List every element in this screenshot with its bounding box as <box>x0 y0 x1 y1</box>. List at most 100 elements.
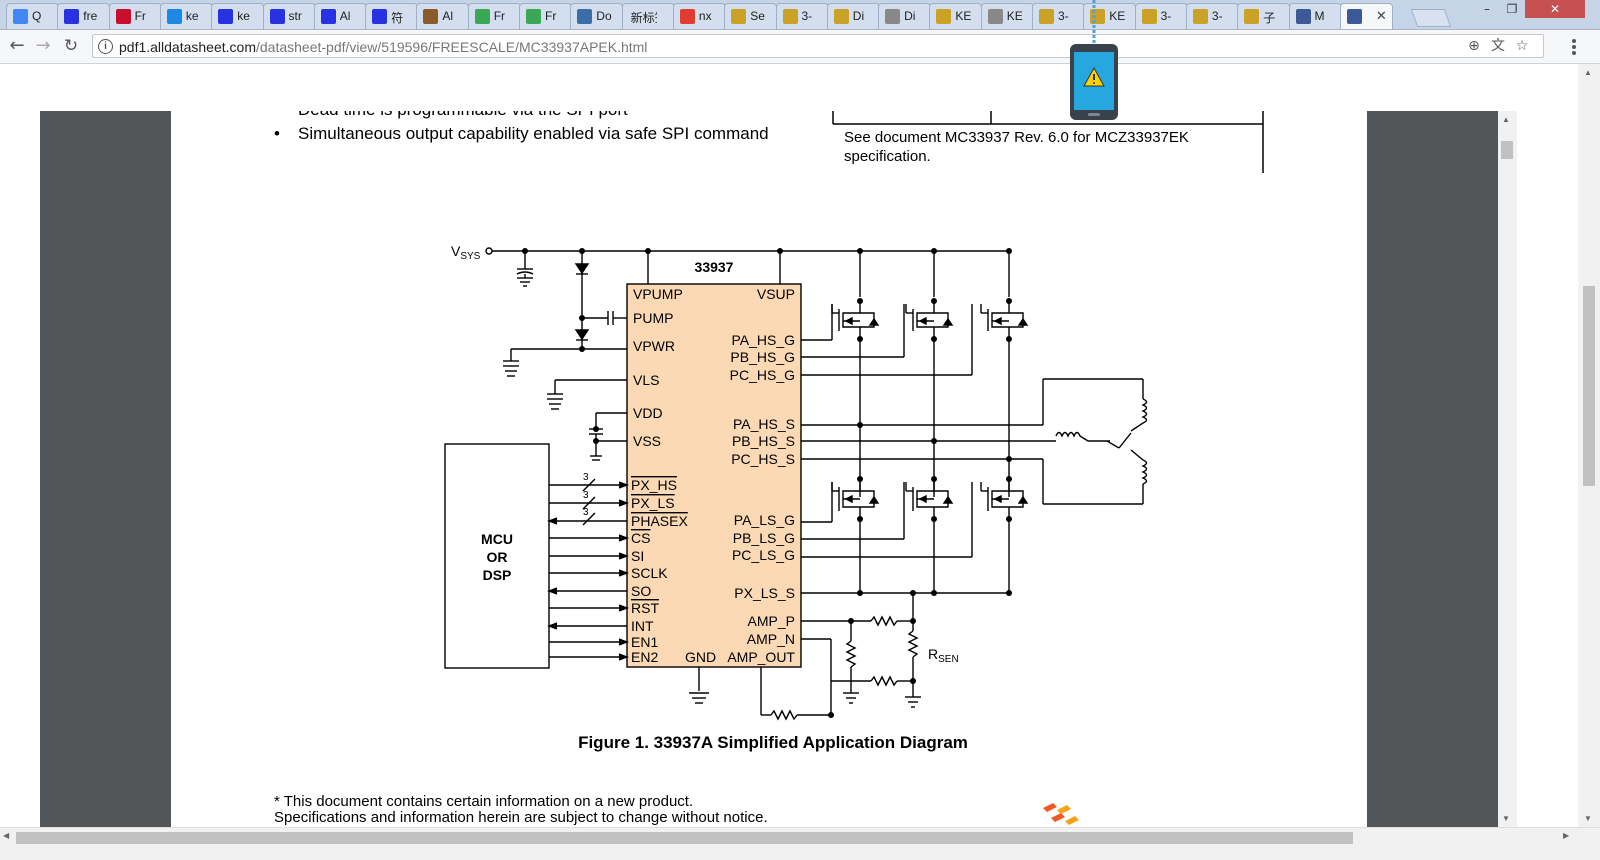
browser-tab[interactable]: ke <box>211 3 265 29</box>
tab-title: Fr <box>134 9 146 23</box>
baidu-icon <box>269 9 285 24</box>
browser-tab[interactable]: Di <box>878 3 932 29</box>
mosfet-icon <box>905 479 954 519</box>
browser-tab[interactable]: 3- <box>1185 3 1239 29</box>
info-icon[interactable]: i <box>98 39 113 54</box>
junction-dot <box>579 346 585 352</box>
pdf-page: Dead time is programmable via the SPI po… <box>171 111 1367 827</box>
browser-tab[interactable]: fre <box>57 3 111 29</box>
browser-tab[interactable]: Fr <box>467 3 521 29</box>
maximize-button[interactable]: ❐ <box>1506 2 1518 16</box>
window-vertical-scrollbar[interactable]: ▲ ▼ <box>1578 64 1600 827</box>
browser-tab[interactable]: Di <box>826 3 880 29</box>
junction-dot <box>931 248 937 254</box>
rsen-label: RSEN <box>928 646 959 665</box>
pin-label: VPWR <box>633 338 675 354</box>
address-bar[interactable]: i pdf1.alldatasheet.com/datasheet-pdf/vi… <box>92 34 1544 58</box>
cloud-icon <box>166 9 182 24</box>
stripe-icon <box>782 9 798 24</box>
pin-label: PA_HS_G <box>731 332 795 348</box>
browser-tab[interactable]: str <box>262 3 316 29</box>
mcu-label-1: MCU <box>481 531 513 547</box>
browser-tab[interactable]: 3- <box>775 3 829 29</box>
window-scroll-thumb[interactable] <box>1583 286 1595 486</box>
tab-title: Fr <box>545 9 557 23</box>
menu-icon[interactable] <box>1572 39 1576 55</box>
stripe-icon <box>1244 9 1260 24</box>
scroll-down-arrow-icon[interactable]: ▼ <box>1502 814 1510 823</box>
browser-tab[interactable]: ke <box>159 3 213 29</box>
tab-title: 3- <box>1160 9 1172 23</box>
pin-label: VDD <box>633 405 663 421</box>
junction-dot <box>593 438 599 444</box>
pin-label: PA_LS_G <box>734 512 795 528</box>
browser-tab[interactable]: Fr <box>108 3 162 29</box>
tab-title: ke <box>185 9 199 23</box>
browser-tab[interactable]: KE <box>980 3 1034 29</box>
junction-dot <box>522 248 528 254</box>
junction-dot <box>857 248 863 254</box>
browser-tab[interactable]: KE <box>929 3 983 29</box>
forward-icon[interactable]: → <box>35 35 51 56</box>
mcu-label-3: DSP <box>483 567 512 583</box>
url-text[interactable]: pdf1.alldatasheet.com/datasheet-pdf/view… <box>119 39 647 55</box>
pin-gnd: GND <box>685 649 716 665</box>
scroll-up-arrow-icon[interactable]: ▲ <box>1584 68 1592 77</box>
tab-title: KE <box>955 9 972 23</box>
browser-tab[interactable]: Fr <box>519 3 572 29</box>
pin-label: SI <box>631 548 644 564</box>
pin-label: PHASEX <box>631 513 688 529</box>
tab-title: Se <box>750 9 765 23</box>
browser-tab[interactable]: Do <box>570 3 624 29</box>
close-window-button[interactable]: ✕ <box>1525 0 1585 18</box>
browser-tab[interactable]: 符 <box>365 3 419 29</box>
scroll-down-arrow-icon[interactable]: ▼ <box>1584 814 1592 823</box>
horizontal-scrollbar[interactable]: ◀ ▶ <box>0 827 1600 860</box>
pin-label: PX_LS_S <box>734 585 795 601</box>
stripe-icon <box>731 9 747 24</box>
scroll-up-arrow-icon[interactable]: ▲ <box>1502 115 1510 124</box>
pin-label: PB_HS_S <box>732 433 795 449</box>
note-line-2: specification. <box>844 148 931 165</box>
translate-icon[interactable]: 文 <box>1491 38 1505 54</box>
mosfet-icon <box>831 301 880 339</box>
browser-tab[interactable]: Al <box>416 3 470 29</box>
pin-label: PC_HS_G <box>730 367 795 383</box>
url-domain: pdf1.alldatasheet.com <box>119 39 256 55</box>
new-tab-button[interactable] <box>1410 9 1452 27</box>
partial-bullet-text: Dead time is programmable via the SPI po… <box>298 111 628 119</box>
scroll-right-arrow-icon[interactable]: ▶ <box>1563 831 1570 840</box>
junction-dot <box>848 618 854 624</box>
horizontal-scroll-thumb[interactable] <box>16 832 1353 844</box>
page-icon <box>987 9 1003 24</box>
browser-tab[interactable]: M <box>1288 3 1342 29</box>
doc-green-icon <box>474 9 490 24</box>
browser-toolbar: ← → ↻ i pdf1.alldatasheet.com/datasheet-… <box>0 30 1600 64</box>
close-tab-icon[interactable]: ✕ <box>1375 8 1387 23</box>
junction-dot <box>1006 298 1012 304</box>
minimize-button[interactable]: – <box>1484 2 1490 16</box>
pdf-scroll-thumb[interactable] <box>1501 141 1513 159</box>
tab-title: 3- <box>1211 9 1223 23</box>
browser-tab[interactable]: ✕ <box>1339 3 1393 29</box>
junction-dot <box>931 476 937 482</box>
browser-tab[interactable]: nx <box>672 3 726 29</box>
browser-tab[interactable]: 新标签 <box>621 3 675 29</box>
browser-tab[interactable]: Se <box>724 3 778 29</box>
back-icon[interactable]: ← <box>9 35 25 56</box>
diagram-labels: VSYS 33937 RSEN MCU OR DSP 3 3 3 VSUP GN… <box>451 243 959 665</box>
browser-tab[interactable]: 3- <box>1032 3 1085 29</box>
browser-tab[interactable]: 子 <box>1237 3 1291 29</box>
pdf-vertical-scrollbar[interactable]: ▲ ▼ <box>1498 111 1517 827</box>
reload-icon[interactable]: ↻ <box>63 36 79 56</box>
junction-dot <box>910 678 916 684</box>
bookmark-star-icon[interactable]: ☆ <box>1515 38 1529 54</box>
browser-tab[interactable]: 3- <box>1134 3 1188 29</box>
browser-tab[interactable]: Al <box>313 3 367 29</box>
bus-width-1: 3 <box>583 472 589 483</box>
baidu-icon <box>64 9 80 24</box>
scroll-left-arrow-icon[interactable]: ◀ <box>3 831 10 840</box>
zoom-icon[interactable]: ⊕ <box>1468 38 1480 54</box>
browser-tab[interactable]: Q <box>6 3 59 29</box>
junction-dot <box>579 315 585 321</box>
